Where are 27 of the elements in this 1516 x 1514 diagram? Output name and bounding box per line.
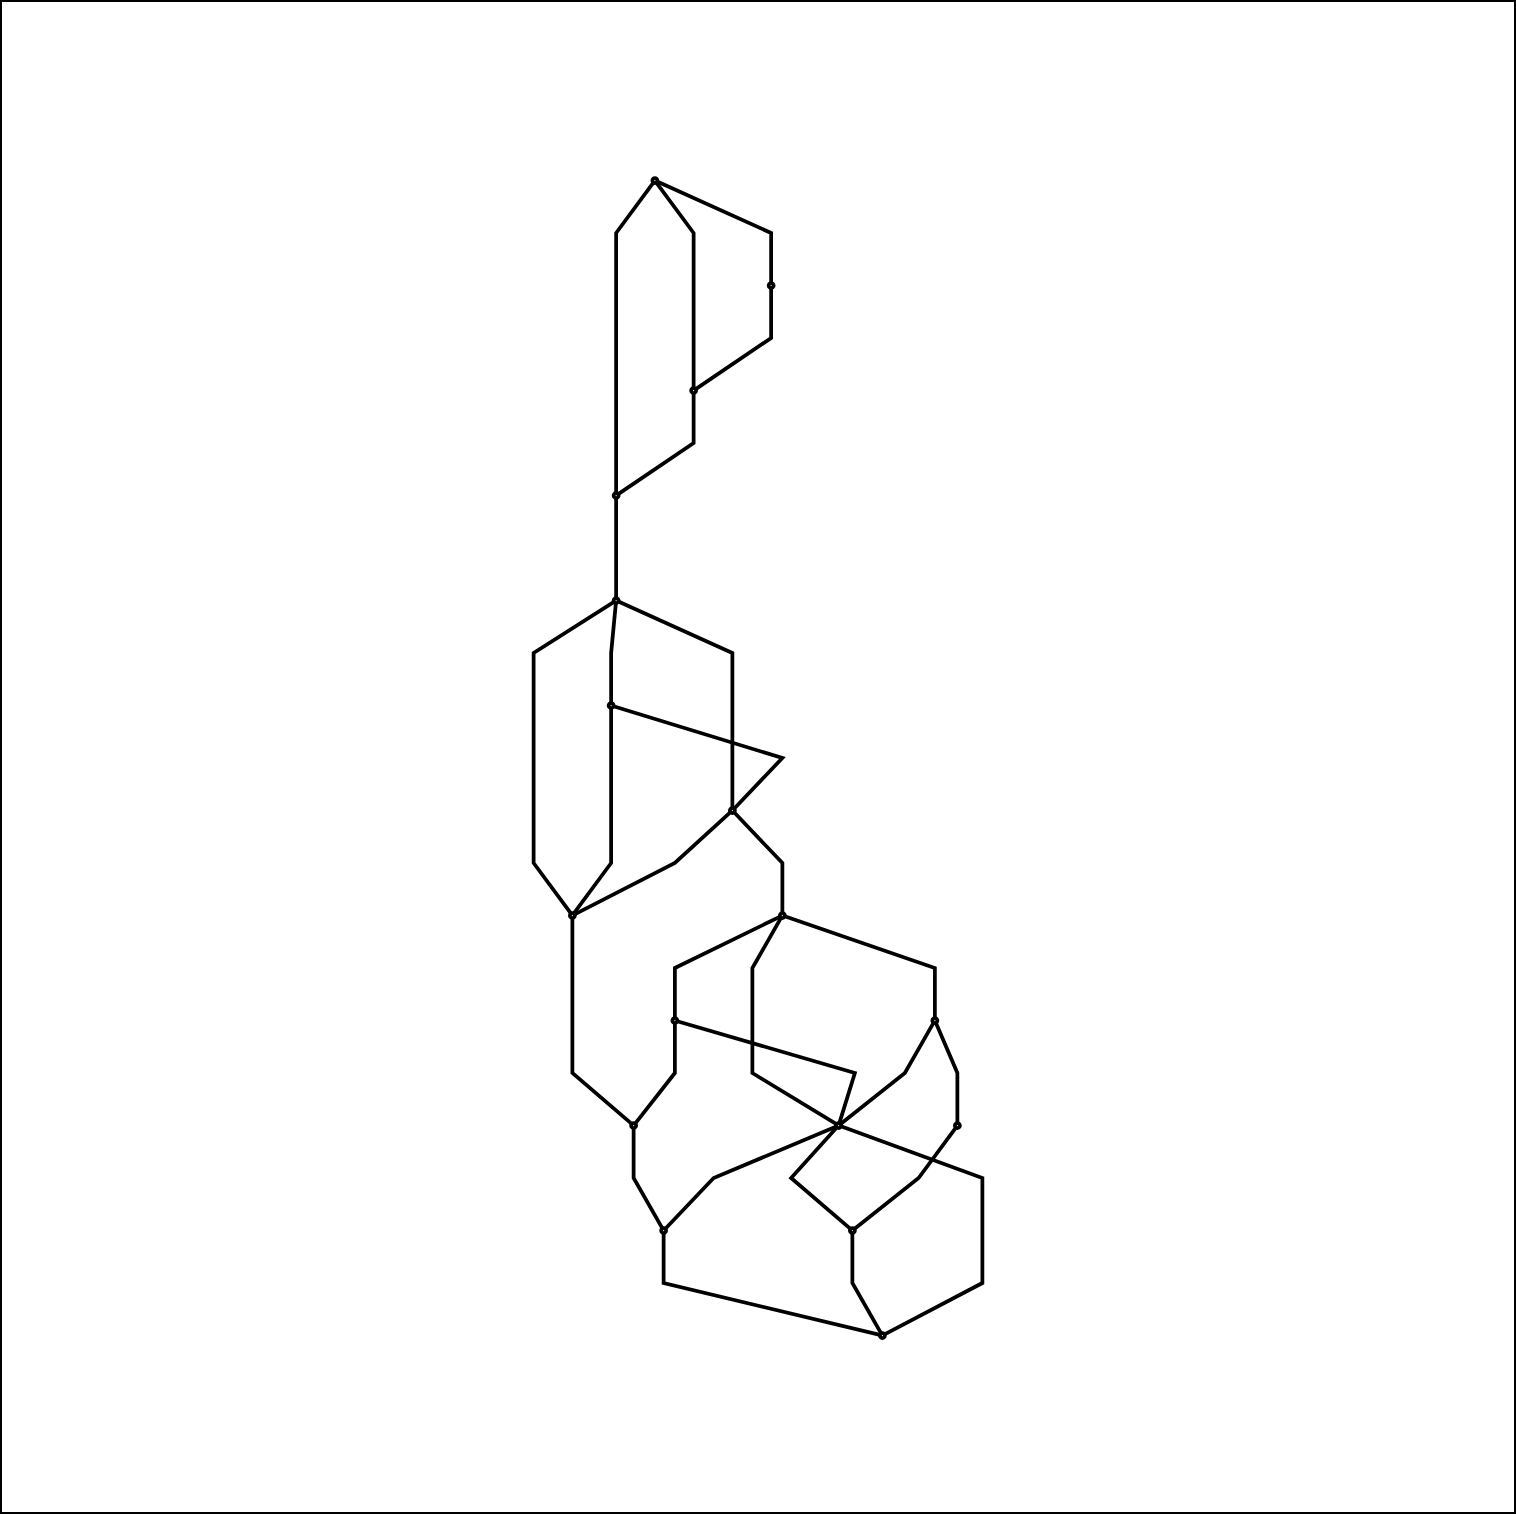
connector bbox=[839, 1020, 936, 1125]
connector bbox=[676, 1018, 858, 1123]
connector bbox=[614, 497, 618, 597]
connector bbox=[673, 913, 781, 1017]
connector bbox=[617, 392, 696, 495]
connector bbox=[840, 1123, 985, 1335]
connector bbox=[664, 1123, 838, 1229]
connector bbox=[572, 707, 613, 914]
connector bbox=[661, 1232, 881, 1336]
connector bbox=[531, 599, 616, 914]
connector bbox=[850, 1232, 883, 1334]
connector bbox=[732, 810, 785, 912]
connector bbox=[934, 1021, 960, 1122]
connector bbox=[609, 601, 618, 702]
connector bbox=[614, 180, 655, 492]
connector bbox=[633, 1022, 677, 1124]
connector bbox=[853, 1125, 958, 1230]
connector bbox=[750, 915, 838, 1125]
connector bbox=[784, 913, 937, 1017]
connector bbox=[617, 598, 735, 807]
connector bbox=[654, 180, 696, 387]
connector bbox=[573, 809, 732, 916]
connector bbox=[631, 1127, 664, 1229]
connector bbox=[612, 703, 786, 809]
connector bbox=[570, 917, 633, 1125]
connector bbox=[694, 287, 773, 390]
connector bbox=[656, 178, 773, 282]
